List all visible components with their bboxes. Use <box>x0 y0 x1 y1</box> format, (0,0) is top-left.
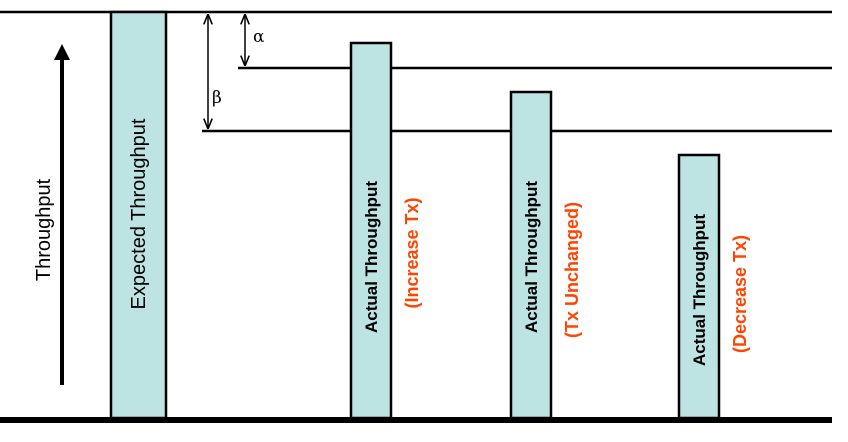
expected-throughput-label: Expected Throughput <box>128 118 150 309</box>
decrease-tx-label: (Decrease Tx) <box>730 235 750 353</box>
alpha-symbol: α <box>253 27 265 47</box>
throughput-axis-label: Throughput <box>33 178 55 281</box>
actual-throughput-label-decrease: Actual Throughput <box>690 214 709 366</box>
expected-throughput-bar <box>109 10 168 420</box>
actual-throughput-bar-increase <box>349 41 393 420</box>
actual-throughput-label-increase: Actual Throughput <box>362 181 381 333</box>
actual-throughput-bar-unchanged <box>509 90 553 420</box>
tx-unchanged-label: (Tx Unchanged) <box>562 202 582 338</box>
beta-symbol: β <box>212 88 222 108</box>
actual-throughput-bar-decrease <box>677 153 721 420</box>
actual-throughput-label-unchanged: Actual Throughput <box>522 181 541 333</box>
increase-tx-label: (Increase Tx) <box>402 197 422 308</box>
